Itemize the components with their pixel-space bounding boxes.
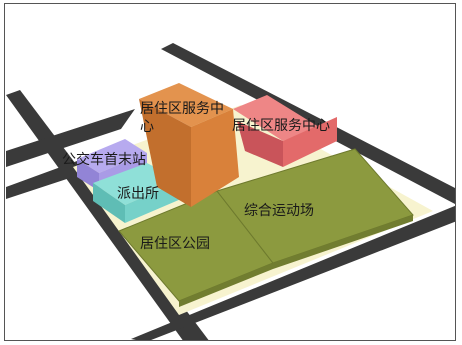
road-bottom-right <box>131 205 455 340</box>
green-spaces <box>118 148 414 307</box>
label-bus-terminal: 公交车首末站 <box>62 151 146 168</box>
label-police-station: 派出所 <box>117 186 159 202</box>
service-right-right <box>283 117 337 167</box>
service-left-top <box>139 83 233 127</box>
label-service-center-left-line2: 心 <box>140 119 154 135</box>
service-center-left-block <box>139 83 239 207</box>
label-sports-field: 综合运动场 <box>244 203 314 219</box>
service-left-side-right <box>191 109 239 207</box>
service-center-right-block <box>233 95 337 167</box>
label-park: 居住区公园 <box>140 236 210 252</box>
road-bottom-left-connector <box>6 157 88 199</box>
label-service-center-left-line1: 居住区服务中 <box>140 101 224 117</box>
park-side <box>179 263 273 307</box>
label-service-center-right: 居住区服务中心 <box>232 118 330 134</box>
diagram-frame: 居住区服务中 心 居住区服务中心 公交车首末站 派出所 综合运动场 居住区公园 <box>4 3 456 341</box>
sports-field-side <box>273 215 413 269</box>
bus-terminal-top <box>77 139 147 173</box>
police-left <box>93 183 125 223</box>
service-right-top <box>233 95 319 141</box>
site-plan-diagram: 居住区服务中 心 居住区服务中心 公交车首末站 派出所 综合运动场 居住区公园 <box>6 43 455 340</box>
service-right-left <box>237 121 283 167</box>
road-top-left-connector <box>6 109 135 167</box>
service-left-side-left <box>139 99 191 207</box>
